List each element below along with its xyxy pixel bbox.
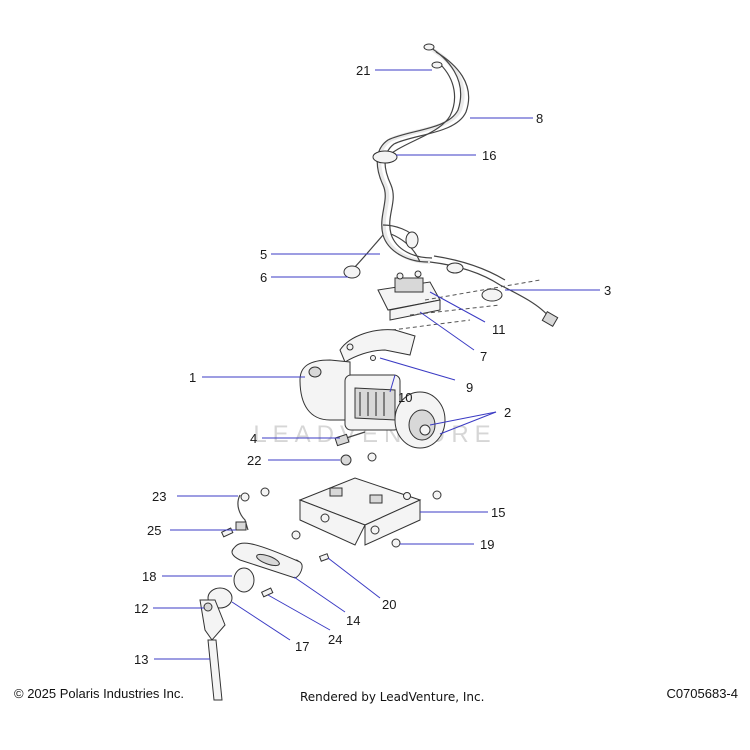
cable-harness-part [343,43,559,328]
callout-1[interactable]: 1 [189,370,196,385]
fairlead-part [231,542,303,579]
callout-12[interactable]: 12 [134,601,148,616]
callout-25[interactable]: 25 [147,523,161,538]
stopper-part [233,567,255,593]
hook-part [199,587,233,641]
callout-13[interactable]: 13 [134,652,148,667]
base-bracket-part [298,477,422,546]
clevis-pin-part [235,492,250,531]
callout-20[interactable]: 20 [382,597,396,612]
callout-23[interactable]: 23 [152,489,166,504]
callout-10[interactable]: 10 [398,390,412,405]
callout-3[interactable]: 3 [604,283,611,298]
callout-14[interactable]: 14 [346,613,360,628]
copyright-text: © 2025 Polaris Industries Inc. [14,686,184,701]
callout-18[interactable]: 18 [142,569,156,584]
callout-15[interactable]: 15 [491,505,505,520]
callout-2[interactable]: 2 [504,405,511,420]
callout-4[interactable]: 4 [250,431,257,446]
callout-19[interactable]: 19 [480,537,494,552]
cable-end-part [334,431,366,447]
callout-9[interactable]: 9 [466,380,473,395]
callout-5[interactable]: 5 [260,247,267,262]
callout-24[interactable]: 24 [328,632,342,647]
callout-21[interactable]: 21 [356,63,370,78]
rendered-by-text[interactable]: Rendered by LeadVenture, Inc. [300,690,485,704]
contactor-part [377,270,441,321]
diagram-code: C0705683-4 [666,686,738,701]
callout-22[interactable]: 22 [247,453,261,468]
callout-11[interactable]: 11 [492,322,506,337]
mounting-plate-part [339,329,416,363]
strap-part [207,639,223,701]
callout-16[interactable]: 16 [482,148,496,163]
callout-8[interactable]: 8 [536,111,543,126]
winch-part [299,359,446,449]
callout-17[interactable]: 17 [295,639,309,654]
callout-6[interactable]: 6 [260,270,267,285]
callout-7[interactable]: 7 [480,349,487,364]
